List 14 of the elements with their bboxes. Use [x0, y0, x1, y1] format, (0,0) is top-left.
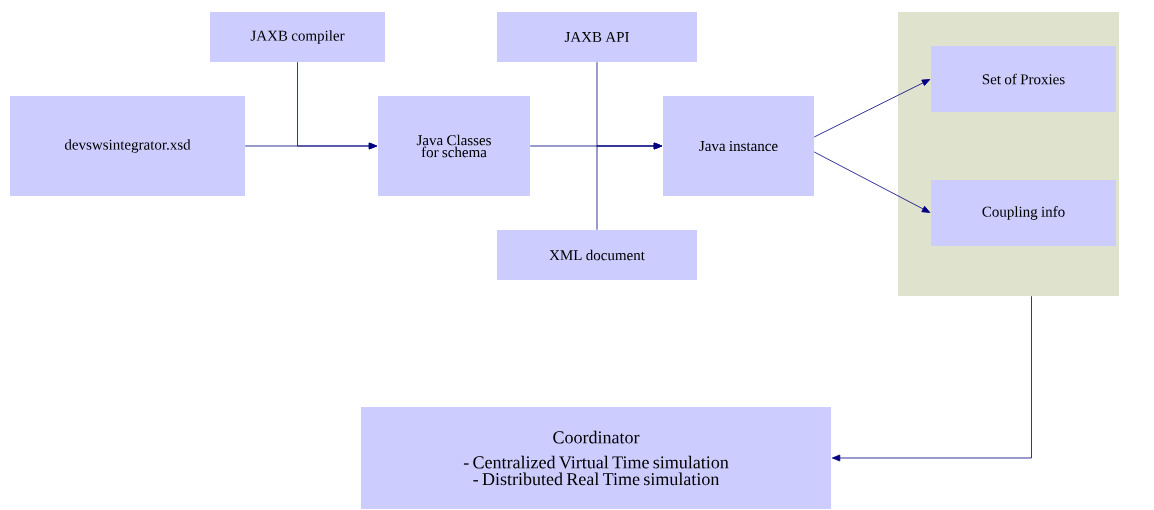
process-box: Set of Proxies — [931, 46, 1116, 112]
process-box: Java instance — [663, 96, 814, 196]
process-box: XML document — [497, 230, 697, 280]
arrow — [813, 79, 931, 138]
process-box: Java Classes for schema — [378, 96, 530, 196]
arrow — [831, 295, 1032, 462]
arrow — [297, 61, 378, 150]
process-box: JAXB compiler — [210, 12, 385, 62]
arrow — [596, 142, 663, 231]
coordinator-box: Coordinator - Centralized Virtual Time simulation - Distributed Real Time simulation — [361, 407, 831, 509]
process-box: Coupling info — [931, 180, 1116, 246]
arrow — [813, 151, 931, 213]
process-box: devswsintegrator.xsd — [10, 96, 245, 196]
process-box: JAXB API — [497, 12, 697, 62]
